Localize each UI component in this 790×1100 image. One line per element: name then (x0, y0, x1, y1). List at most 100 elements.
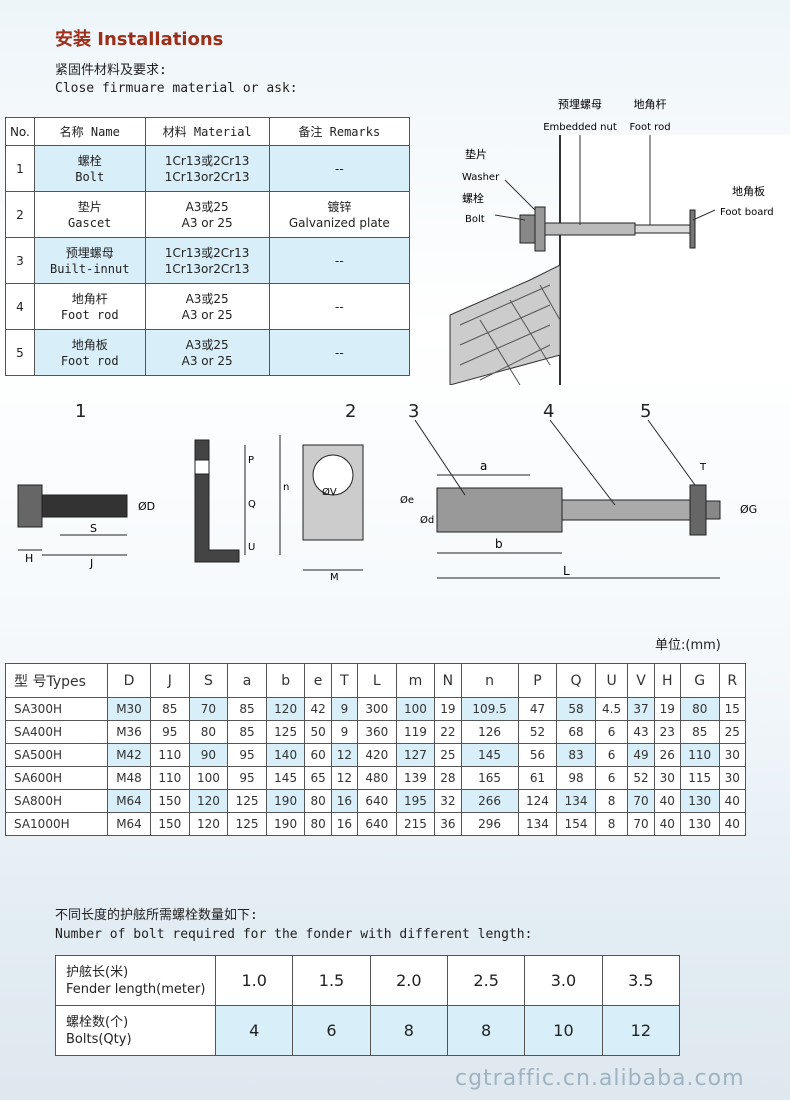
name-en: Bolt (75, 169, 105, 184)
table-cell: 70 (627, 789, 655, 813)
table-cell: 85 (150, 697, 190, 721)
material-cn: A3或25 (185, 199, 229, 214)
table-cell: 130 (679, 789, 720, 813)
table-cell: M48 (107, 766, 151, 790)
column-header: H (653, 663, 681, 698)
table-cell: 640 (357, 812, 397, 836)
material-en: 1Cr13or2Cr13 (164, 261, 250, 276)
table-cell: 70 (188, 697, 229, 721)
dim-G: ØG (740, 503, 757, 516)
bolt-heading-cn: 不同长度的护舷所需螺栓数量如下: (55, 908, 258, 923)
table-cell: 190 (265, 812, 306, 836)
table-cell: 16 (330, 812, 359, 836)
table-cell: 110 (150, 766, 190, 790)
column-header: G (679, 663, 720, 698)
column-header: S (188, 663, 229, 698)
page-title: 安装 Installations (55, 29, 224, 50)
qty-cell: 10 (524, 1005, 603, 1056)
column-header: e (304, 663, 332, 698)
part-number-3: 3 (408, 401, 419, 422)
column-header: J (150, 663, 190, 698)
dim-L: L (563, 564, 570, 578)
type-cell: SA300H (5, 697, 108, 721)
cell-remarks: -- (268, 283, 411, 330)
table-cell: 40 (653, 789, 681, 813)
name-cn: 地角板 (71, 337, 108, 352)
table-cell: 120 (265, 697, 306, 721)
label-embedded-nut-cn: 预埋螺母 (558, 98, 602, 111)
length-label-cn: 护舷长(米) (66, 964, 129, 980)
installation-diagram: 预埋螺母 Embedded nut 地角杆 Foot rod 垫片 Washer… (449, 97, 790, 385)
cell-no: 3 (5, 237, 35, 284)
foot-board (689, 209, 696, 249)
table-cell: 140 (265, 743, 306, 767)
name-cn: 地角杆 (71, 291, 108, 306)
table-cell: 40 (718, 812, 747, 836)
table-cell: 130 (679, 812, 720, 836)
material-cn: 1Cr13或2Cr13 (164, 153, 250, 168)
cell-no: 5 (5, 329, 35, 376)
table-cell: 80 (679, 697, 720, 721)
table-cell: 120 (188, 812, 229, 836)
length-cell: 2.5 (446, 955, 526, 1006)
table-cell: 145 (460, 743, 519, 767)
dim-a: a (480, 459, 487, 473)
label-foot-rod-cn: 地角杆 (634, 97, 667, 111)
table-cell: 9 (330, 697, 359, 721)
dim-H: H (25, 552, 33, 565)
watermark: cgtraffic.cn.alibaba.com (455, 1066, 745, 1091)
dim-Q: Q (248, 499, 256, 510)
length-cell: 1.5 (292, 955, 371, 1006)
table-cell: 60 (304, 743, 332, 767)
table-cell: 19 (653, 697, 681, 721)
label-foot-rod-en: Foot rod (629, 122, 670, 133)
table-cell: 190 (265, 789, 306, 813)
table-cell: 215 (395, 812, 436, 836)
table-cell: 32 (434, 789, 462, 813)
cell-remarks: -- (268, 329, 411, 376)
table-cell: 30 (653, 766, 681, 790)
label-foot-board-cn: 地角板 (732, 184, 765, 198)
cell-no: 4 (5, 283, 35, 330)
label-foot-board-en: Foot board (720, 207, 774, 218)
bolt-heading: 不同长度的护舷所需螺栓数量如下: Number of bolt required… (55, 906, 532, 944)
table-cell: 125 (227, 812, 267, 836)
part-number-5: 5 (640, 401, 651, 422)
table-cell: 296 (460, 812, 519, 836)
column-header: m (395, 663, 436, 698)
column-header: 备注 Remarks (268, 117, 411, 146)
table-cell: 22 (434, 720, 462, 744)
qty-cell: 8 (369, 1005, 448, 1056)
table-cell: 8 (594, 812, 629, 836)
column-header: b (265, 663, 306, 698)
dim-V: ØV (322, 486, 337, 498)
name-en: Foot rod (60, 353, 119, 368)
length-cell: 3.5 (601, 955, 681, 1006)
part-number-1: 1 (75, 401, 86, 422)
type-cell: SA800H (5, 789, 108, 813)
table-cell: M30 (107, 697, 151, 721)
table-cell: M42 (107, 743, 151, 767)
bolt-head (519, 214, 536, 244)
table-cell: 8 (594, 789, 629, 813)
foot-rod (634, 224, 696, 234)
type-cell: SA500H (5, 743, 108, 767)
cell-remarks: -- (268, 237, 411, 284)
table-cell: 420 (357, 743, 397, 767)
cell-remarks: -- (268, 145, 411, 192)
table-cell: M64 (107, 789, 151, 813)
